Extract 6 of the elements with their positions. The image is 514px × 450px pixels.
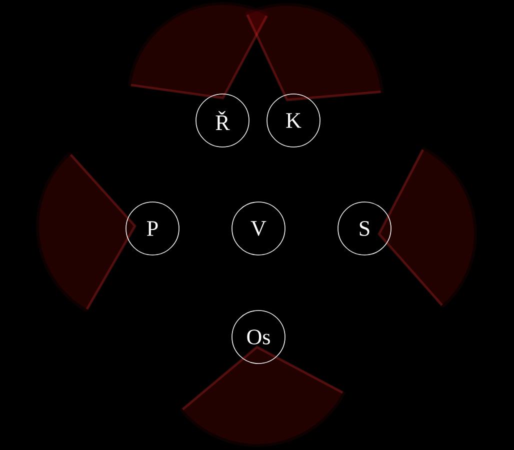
circle-node: Os xyxy=(232,310,286,364)
circle-node: V xyxy=(232,202,286,256)
circle-node: S xyxy=(338,202,392,256)
circle-node: P xyxy=(126,202,180,256)
circle-node: Ř xyxy=(196,94,250,148)
circle-node: K xyxy=(266,94,320,148)
